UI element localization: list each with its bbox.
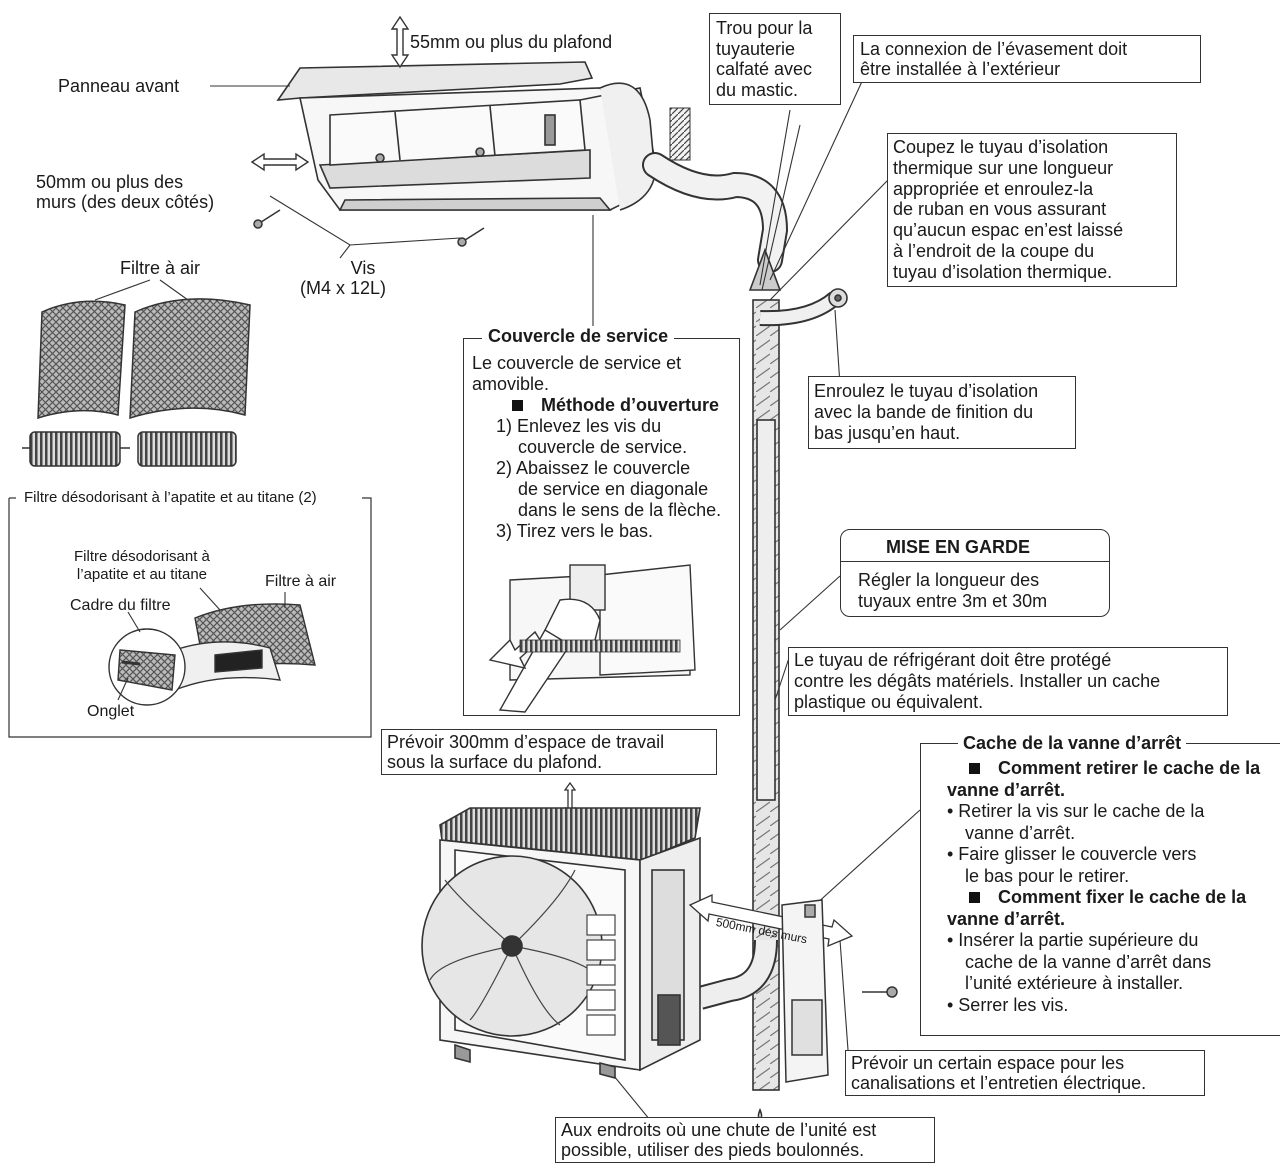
wrap-insulation-note: Enroulez le tuyau d’isolation avec la ba… [808, 376, 1076, 449]
service-cover-illustration [488, 564, 696, 713]
screws-label: Vis (M4 x 12L) [300, 258, 387, 298]
refrigerant-piping [642, 152, 848, 1135]
warning-text: Régler la longueur des tuyaux entre 3m e… [858, 570, 1048, 611]
electrical-space-note: Prévoir un certain espace pour les canal… [845, 1050, 1205, 1096]
air-filter-panels [22, 298, 251, 467]
bolted-feet-note: Aux endroits où une chute de l’unité est… [555, 1117, 935, 1163]
air-filter-label: Filtre à air [265, 573, 337, 590]
filter-frame-label: Cadre du filtre [70, 597, 171, 614]
indoor-unit [276, 61, 656, 211]
warning-divider [840, 561, 1110, 562]
pipe-protection-note: Le tuyau de réfrigérant doit être protég… [788, 647, 1228, 716]
front-panel-label: Panneau avant [58, 76, 180, 96]
valve-cover [781, 899, 898, 1083]
wall-clearance-label: 50mm ou plus des murs (des deux côtés) [36, 172, 215, 212]
wall-hatch [669, 107, 691, 161]
tab-label: Onglet [87, 703, 135, 720]
warning-box [840, 529, 1110, 617]
warning-title: MISE EN GARDE [886, 537, 1031, 557]
cut-insulation-note: Coupez le tuyau d’isolation thermique su… [887, 133, 1177, 287]
wall-clearance-arrow [250, 152, 310, 172]
deodorizing-filter-title: Filtre désodorisant à l’apatite et au ti… [20, 489, 321, 507]
deodorizing-filter-frame [8, 497, 372, 738]
flare-connection-note: La connexion de l’évasement doit être in… [853, 35, 1201, 83]
ceiling-clearance-arrow [390, 15, 410, 69]
valve-cover-instructions: Comment retirer le cache de la vanne d’a… [947, 758, 1261, 1015]
pipe-hole-note: Trou pour la tuyauterie calfaté avec du … [709, 13, 841, 105]
deodorizing-filter-label: Filtre désodorisant à l’apatite et au ti… [74, 548, 210, 583]
ceiling-clearance-label: 55mm ou plus du plafond [410, 32, 613, 52]
pipe-leaders [604, 74, 921, 1121]
workspace-note: Prévoir 300mm d’espace de travail sous l… [381, 729, 717, 775]
valve-cover-title: Cache de la vanne d’arrêt [958, 733, 1187, 753]
deodorizing-filter-illustration [108, 587, 316, 706]
outdoor-unit [421, 807, 701, 1080]
air-filter-top-label: Filtre à air [120, 258, 201, 278]
service-cover-title: Couvercle de service [482, 326, 675, 346]
service-cover-instructions: Le couvercle de service et amovible. Mét… [472, 353, 722, 541]
screw-icon [253, 209, 485, 247]
